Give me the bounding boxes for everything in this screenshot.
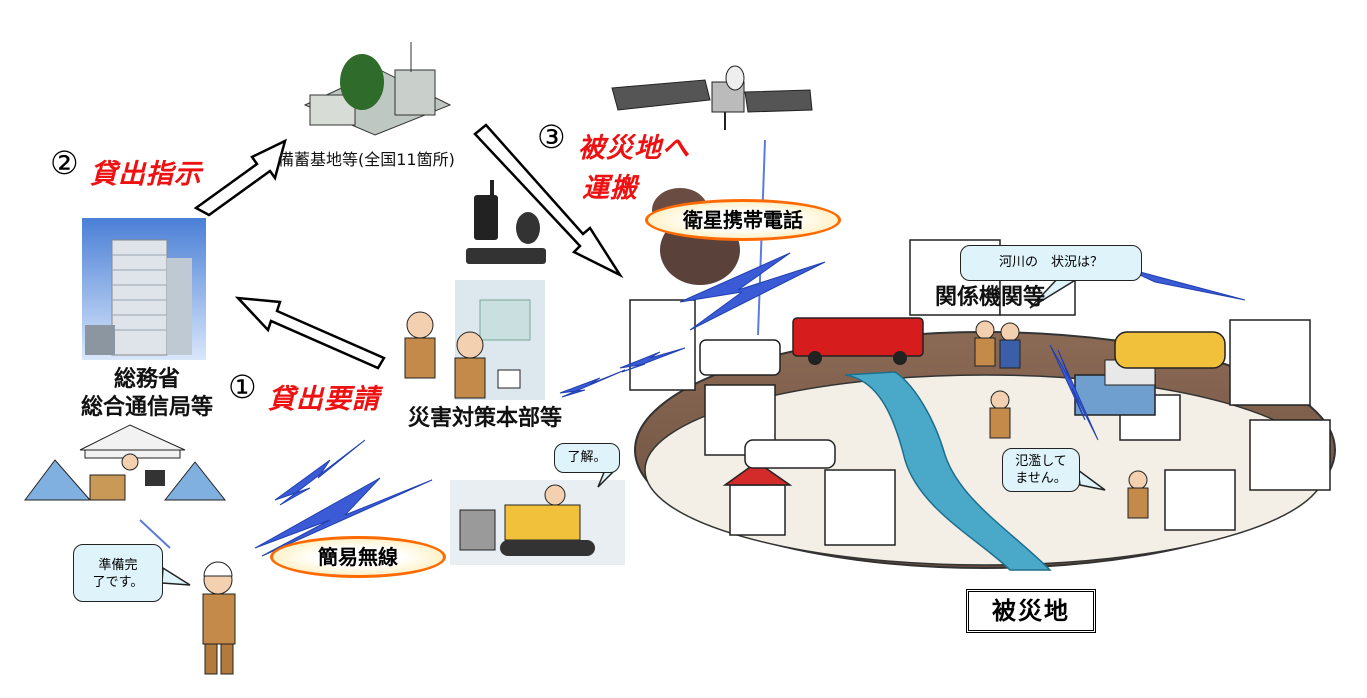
bubble-no-flood-line2: ません。 [1015,471,1067,486]
bubble-river-status: 河川の 状況は？ [960,245,1142,281]
agencies-label: 関係機関等 [934,285,1045,310]
bubble-ready: 準備完 了です。 [73,544,163,602]
step-2-text: 貸出指示 [90,159,202,190]
hq-label: 災害対策本部等 [407,406,562,431]
disaster-area-label: 被災地 [966,589,1096,633]
radio-waves [254,252,1246,557]
tent-camp-illustration [24,424,227,501]
flow-arrows [193,123,624,370]
arrow-instruction [193,138,287,217]
ministry-building-photo [82,218,206,360]
satellite-illustration [611,65,813,130]
step-1-number: ① [228,368,257,406]
arrow-transport [473,123,624,279]
step-1-text: 貸出要請 [268,384,380,415]
satellite-phone-label: 衛星携帯電話 [645,199,841,241]
bubble-ready-line2: 了です。 [92,575,144,590]
step-3-text-line2: 運搬 [582,173,638,204]
hq-office-illustration [404,280,545,400]
simple-radio-label: 簡易無線 [270,536,446,578]
storage-base-illustration [303,42,452,136]
arrow-request [234,296,386,370]
storage-base-label: 備蓄基地等(全国11箇所) [278,150,455,169]
step-3-text-line1: 被災地へ [578,133,690,164]
bulldozer-illustration [450,480,625,565]
disaster-area-illustration [629,139,1336,571]
ministry-label-line1: 総務省 [113,367,180,392]
worker-illustration [202,561,236,675]
bubble-ready-line1: 準備完 [98,558,138,573]
bubble-no-flood-line1: 氾濫して [1015,454,1067,469]
bubble-no-flood: 氾濫して ません。 [1002,448,1080,492]
ministry-label-line2: 総合通信局等 [80,395,213,420]
bubble-roger: 了解。 [554,443,620,473]
step-2-number: ② [50,144,79,182]
radio-equipment-illustration [466,180,546,264]
step-3-number: ③ [537,118,566,156]
